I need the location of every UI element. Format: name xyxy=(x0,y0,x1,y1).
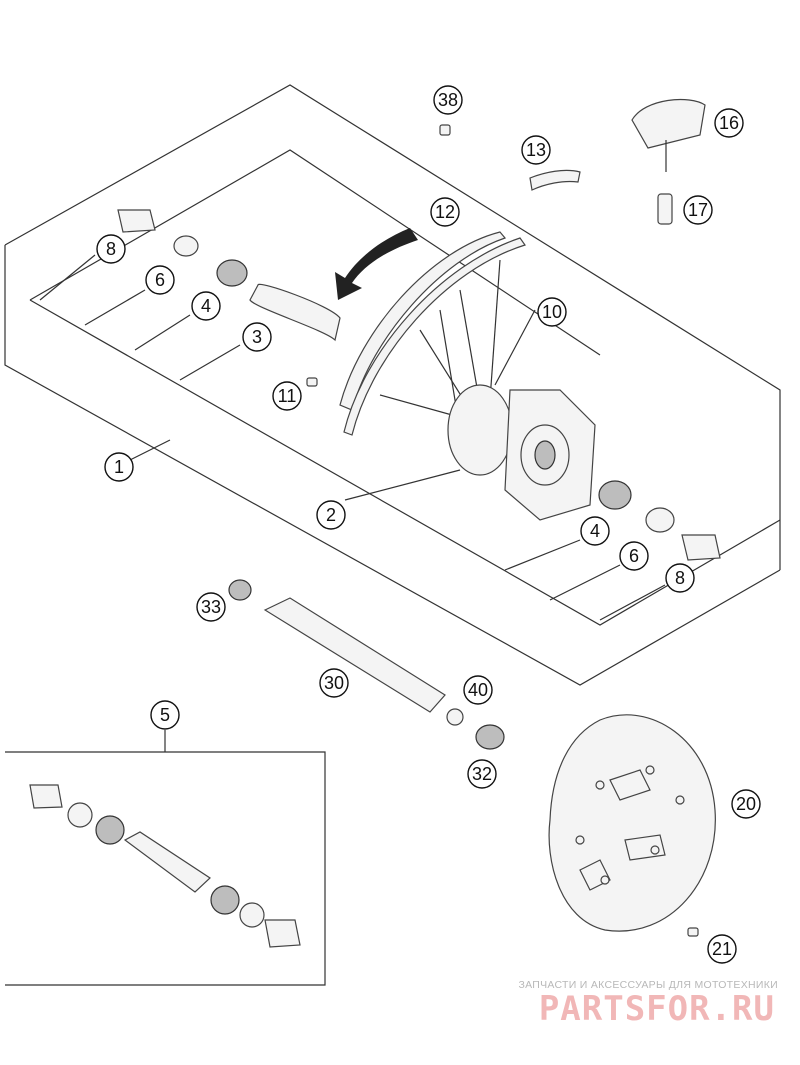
disc-bolt-part xyxy=(687,927,699,937)
callout-label: 11 xyxy=(278,386,297,406)
callout-16: 16 xyxy=(714,108,744,138)
callout-label: 8 xyxy=(675,568,685,588)
callout-21: 21 xyxy=(707,934,737,964)
callout-label: 16 xyxy=(719,113,739,133)
wheel-hub-part xyxy=(447,384,596,521)
callout-4-right: 4 xyxy=(580,516,610,546)
callout-30: 30 xyxy=(319,668,349,698)
leader-lines xyxy=(39,254,666,752)
axle-part xyxy=(263,597,446,713)
callout-6-left: 6 xyxy=(145,265,175,295)
axle-spacer-parts xyxy=(446,708,505,750)
callout-8-left: 8 xyxy=(96,234,126,264)
watermark-caption: ЗАПЧАСТИ И АКСЕССУАРЫ ДЛЯ МОТОТЕХНИКИ xyxy=(518,979,778,991)
callout-label: 33 xyxy=(201,597,221,617)
callout-6-right: 6 xyxy=(619,541,649,571)
callout-label: 32 xyxy=(472,764,492,784)
callout-2: 2 xyxy=(316,500,346,530)
rotation-arrow-icon xyxy=(335,228,418,300)
callout-label: 8 xyxy=(106,239,116,259)
callout-label: 12 xyxy=(435,202,455,222)
right-bearing-stack xyxy=(598,480,721,561)
callout-label: 30 xyxy=(324,673,344,693)
callout-label: 4 xyxy=(590,521,600,541)
callout-label: 13 xyxy=(526,140,546,160)
callout-17: 17 xyxy=(683,195,713,225)
callout-8-right: 8 xyxy=(665,563,695,593)
callout-label: 20 xyxy=(736,794,756,814)
callout-label: 10 xyxy=(542,302,562,322)
callout-12: 12 xyxy=(430,197,460,227)
callout-5: 5 xyxy=(150,700,180,730)
assembly-frame xyxy=(4,84,781,686)
callout-38: 38 xyxy=(433,85,463,115)
callout-33: 33 xyxy=(196,592,226,622)
callout-label: 17 xyxy=(688,200,708,220)
spacer-part xyxy=(657,193,673,225)
brake-disc-part xyxy=(548,714,716,932)
callout-label: 1 xyxy=(114,457,124,477)
callout-label: 21 xyxy=(712,939,732,959)
axle-nut-part xyxy=(228,579,252,601)
callout-1: 1 xyxy=(104,452,134,482)
callout-label: 40 xyxy=(468,680,488,700)
callout-label: 6 xyxy=(629,546,639,566)
callout-3: 3 xyxy=(242,322,272,352)
watermark: ЗАПЧАСТИ И АКСЕССУАРЫ ДЛЯ МОТОТЕХНИКИ PA… xyxy=(518,979,778,1029)
callout-label: 2 xyxy=(326,505,336,525)
wheel-stand-part xyxy=(631,99,706,172)
callout-11: 11 xyxy=(272,381,302,411)
callout-label: 6 xyxy=(155,270,165,290)
callout-label: 4 xyxy=(201,296,211,316)
callout-label: 38 xyxy=(438,90,458,110)
callout-40: 40 xyxy=(463,675,493,705)
callout-10: 10 xyxy=(537,297,567,327)
callout-label: 3 xyxy=(252,327,262,347)
left-bearing-stack xyxy=(117,209,341,342)
bearing-kit-box xyxy=(5,751,326,986)
callout-13: 13 xyxy=(521,135,551,165)
callout-4-left: 4 xyxy=(191,291,221,321)
callout-label: 5 xyxy=(160,705,170,725)
rim-tape-part xyxy=(529,169,581,191)
kit-parts xyxy=(29,784,301,948)
valve-cap-part xyxy=(439,124,451,136)
callout-20: 20 xyxy=(731,789,761,819)
watermark-logo: PARTSFOR.RU xyxy=(539,989,775,1029)
spoke-nipple-part xyxy=(306,377,318,387)
callout-32: 32 xyxy=(467,759,497,789)
